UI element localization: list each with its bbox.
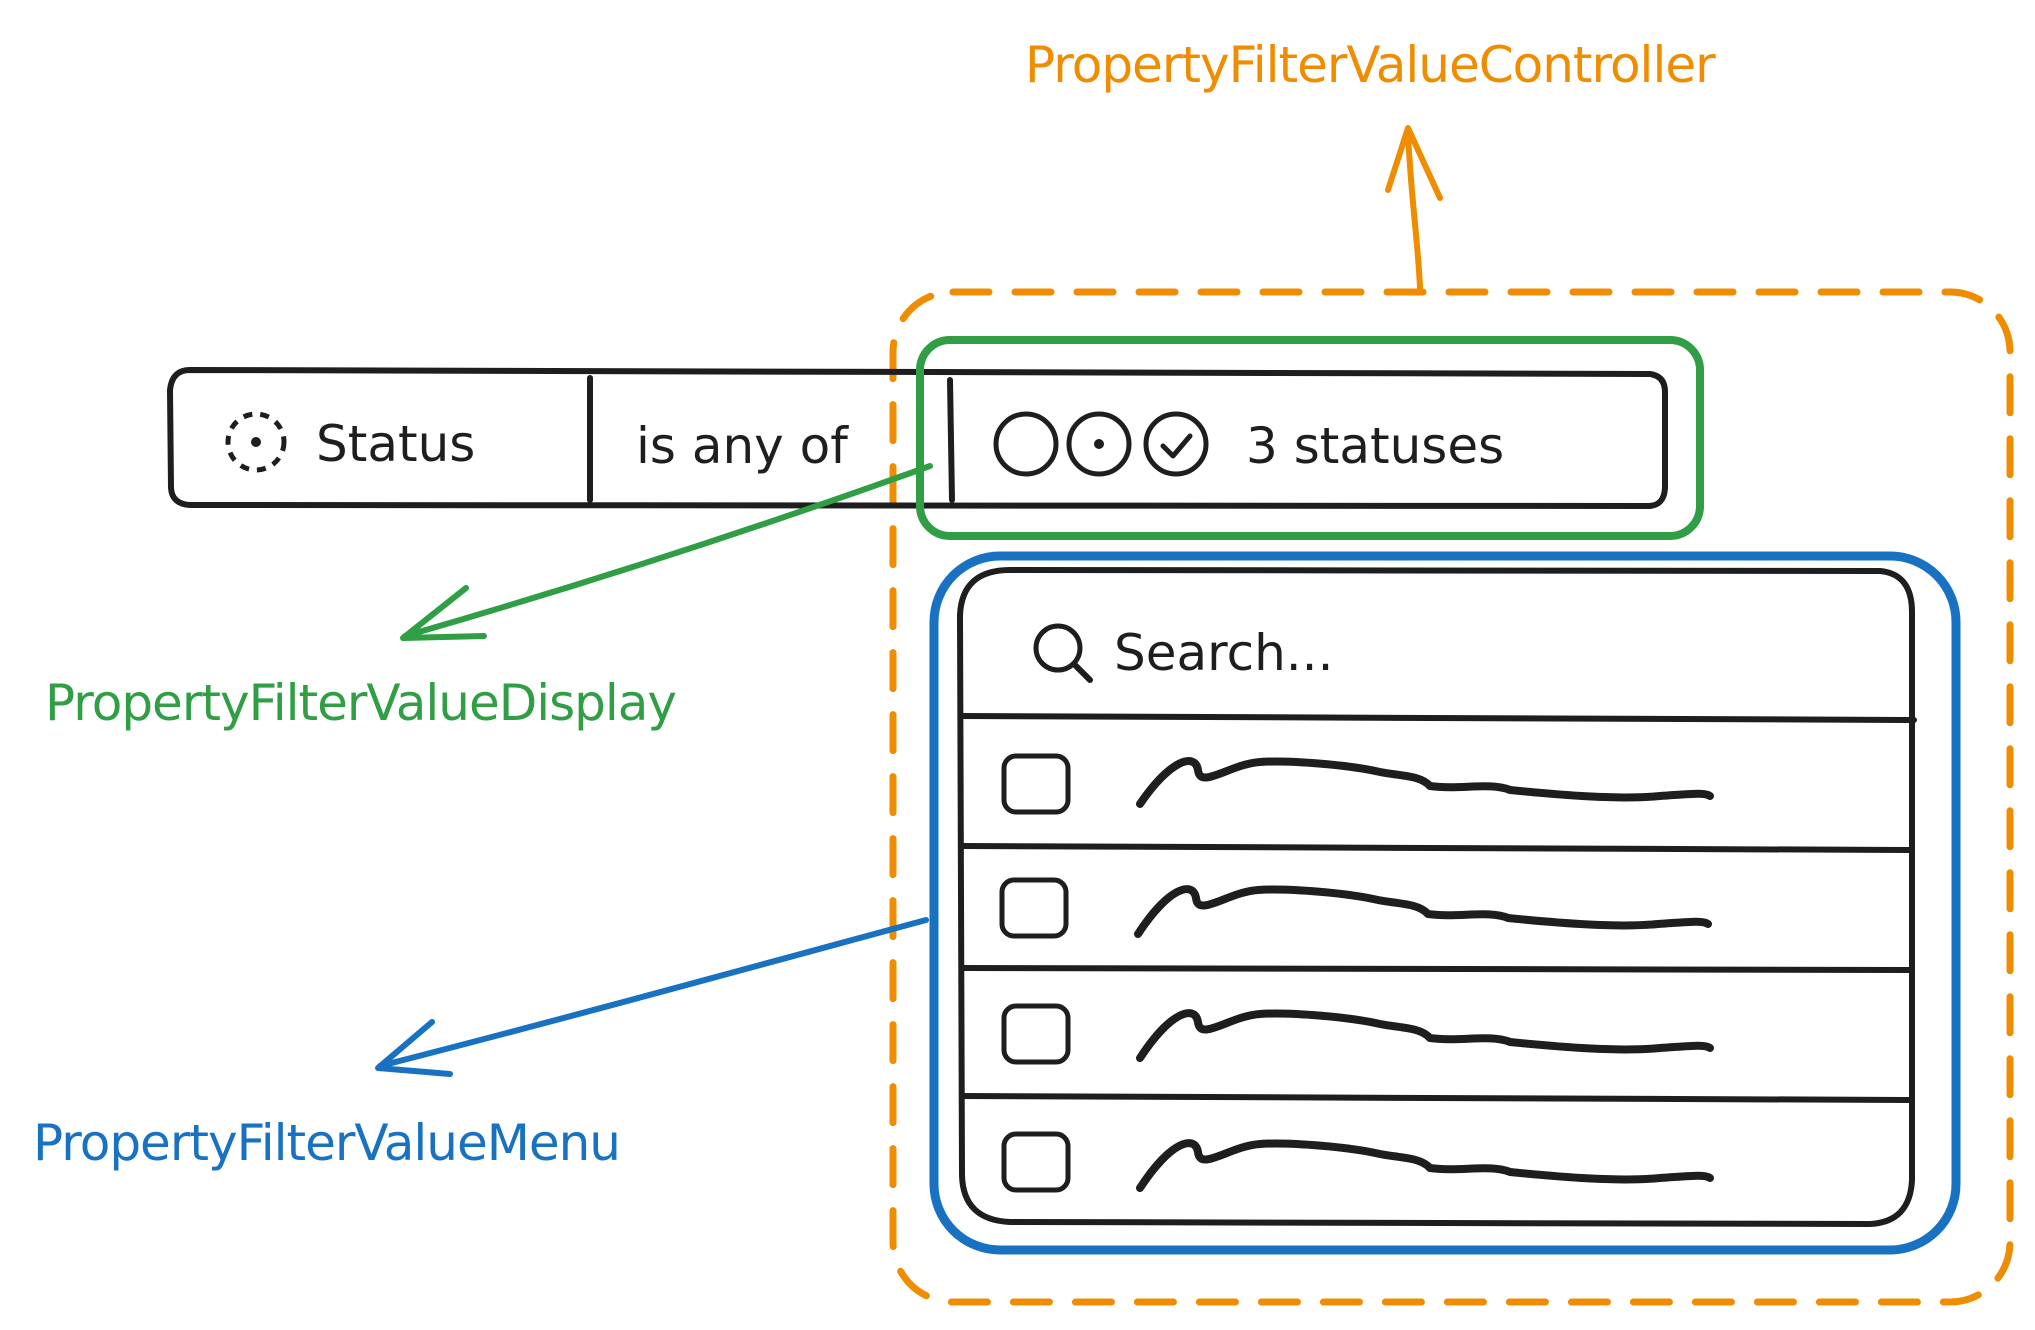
checkbox-icon[interactable] bbox=[1001, 753, 1071, 815]
operator-label: is any of bbox=[636, 417, 849, 475]
display-region bbox=[916, 336, 1704, 540]
controller-arrow bbox=[1385, 125, 1443, 291]
option-text-placeholder bbox=[1136, 1139, 1714, 1192]
checkbox-icon[interactable] bbox=[999, 877, 1069, 939]
option-text-placeholder bbox=[1136, 1009, 1714, 1062]
filter-bar[interactable]: Status is any of 3 statuses bbox=[167, 367, 1668, 509]
search-row[interactable]: Search... bbox=[1033, 623, 1333, 683]
option-text-placeholder bbox=[1136, 757, 1714, 808]
display-arrow bbox=[400, 463, 933, 641]
list-item[interactable] bbox=[1001, 1131, 1714, 1193]
menu-divider bbox=[959, 965, 1915, 973]
filter-bar-divider bbox=[947, 377, 955, 503]
menu-divider bbox=[959, 843, 1915, 853]
check-circle-icon bbox=[1143, 411, 1209, 477]
value-segment[interactable]: 3 statuses bbox=[993, 411, 1504, 477]
list-item[interactable] bbox=[1001, 1003, 1714, 1065]
status-dashed-circle-icon bbox=[225, 411, 287, 473]
search-input[interactable]: Search... bbox=[1114, 624, 1333, 682]
empty-circle-icon bbox=[993, 411, 1059, 477]
checkbox-icon[interactable] bbox=[1001, 1131, 1071, 1193]
menu-arrow bbox=[375, 917, 929, 1077]
controller-label: PropertyFilterValueController bbox=[1025, 36, 1716, 94]
menu-divider bbox=[959, 713, 1917, 723]
value-label: 3 statuses bbox=[1246, 417, 1504, 475]
search-icon bbox=[1033, 623, 1093, 683]
checkbox-icon[interactable] bbox=[1001, 1003, 1071, 1065]
dot-circle-icon bbox=[1066, 411, 1132, 477]
menu-divider bbox=[959, 1093, 1915, 1103]
operator-segment[interactable]: is any of bbox=[636, 417, 849, 475]
controller-region bbox=[889, 288, 2014, 1306]
property-segment[interactable]: Status bbox=[225, 411, 475, 473]
list-item[interactable] bbox=[999, 877, 1712, 939]
display-label: PropertyFilterValueDisplay bbox=[45, 674, 676, 732]
property-label: Status bbox=[316, 415, 475, 473]
option-text-placeholder bbox=[1134, 885, 1712, 938]
value-menu: Search... bbox=[957, 567, 1917, 1227]
list-item[interactable] bbox=[1001, 753, 1714, 815]
menu-label: PropertyFilterValueMenu bbox=[33, 1114, 620, 1172]
menu-region bbox=[929, 551, 1961, 1255]
